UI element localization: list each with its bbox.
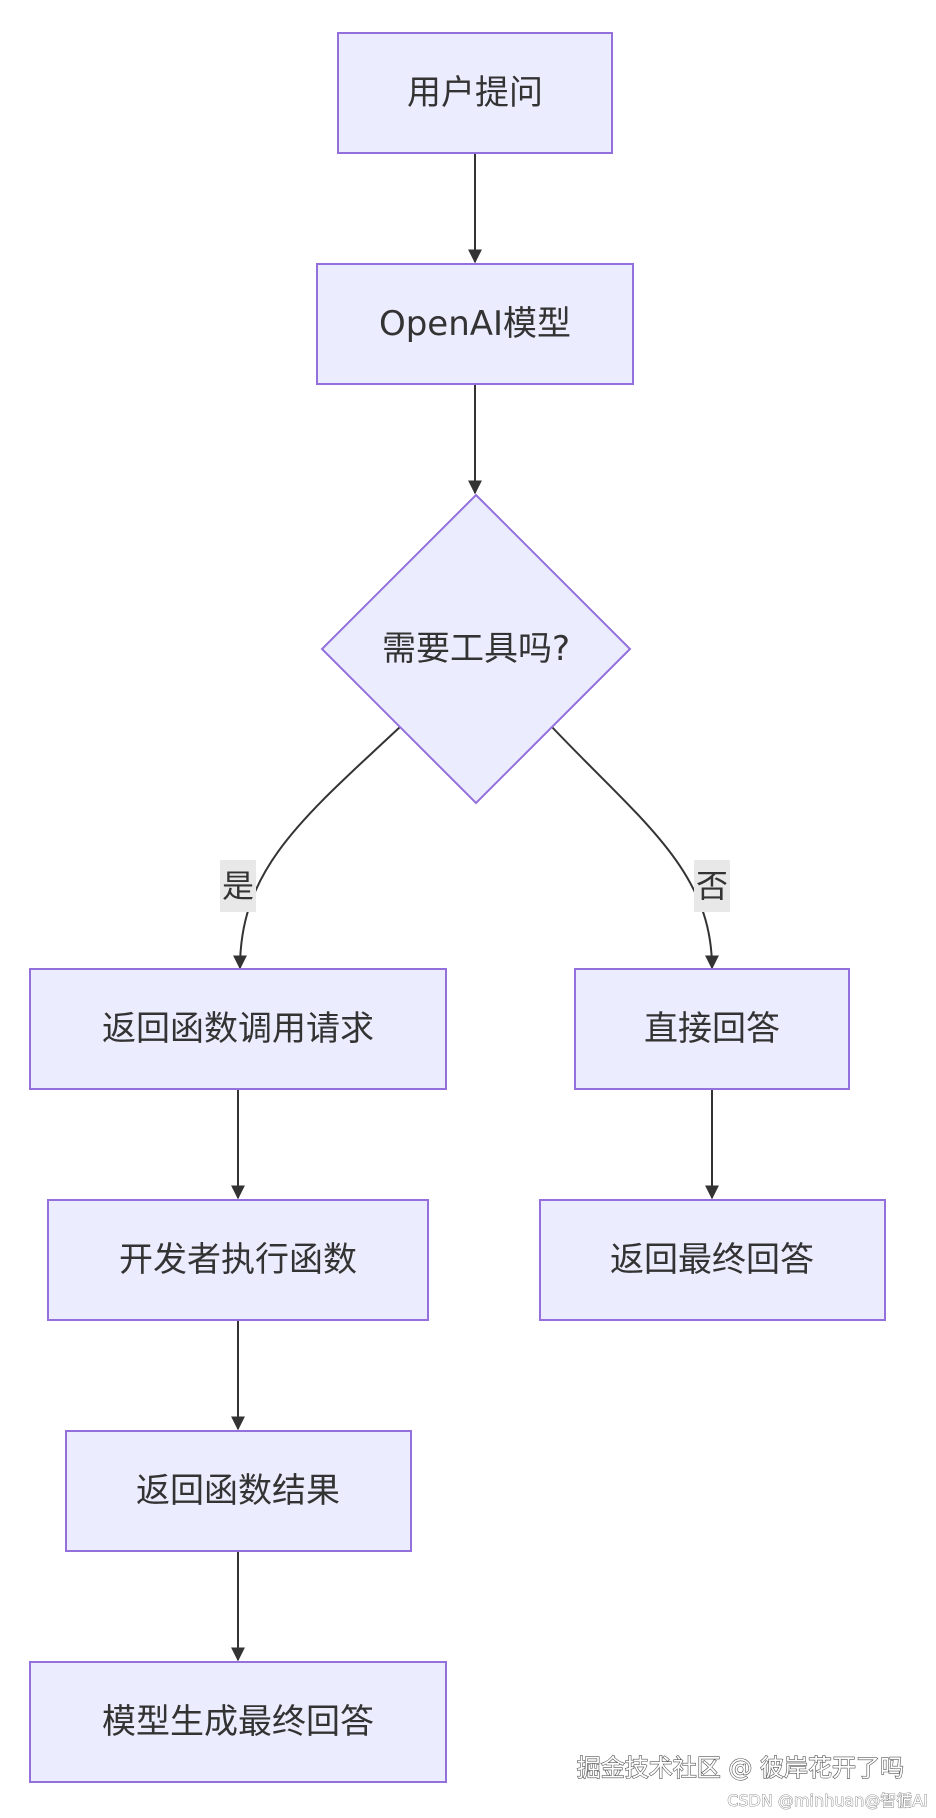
edges [231,153,719,1662]
node-developer-execute-label: 开发者执行函数 [119,1240,357,1280]
node-need-tool-label: 需要工具吗? [382,629,570,669]
edge-label-yes: 是 [220,860,256,912]
node-user-question-label: 用户提问 [407,73,543,113]
watermark-line1: 掘金技术社区 @ 彼岸花开了吗 [577,1754,904,1782]
edge-label-no-bg [694,860,730,912]
node-direct-answer-label: 直接回答 [644,1009,780,1049]
node-return-function-call-label: 返回函数调用请求 [102,1009,374,1049]
edge-decision-no [551,726,719,970]
watermark-line2: CSDN @minhuan@智循AI [727,1791,928,1810]
node-need-tool-decision: 需要工具吗? [320,493,632,805]
node-developer-execute: 开发者执行函数 [47,1199,429,1321]
node-openai-model: OpenAI模型 [316,263,634,385]
node-return-function-result-label: 返回函数结果 [136,1471,340,1511]
node-return-final-answer-label: 返回最终回答 [610,1240,814,1280]
node-direct-answer: 直接回答 [574,968,850,1090]
edge-label-no: 否 [694,860,730,912]
node-openai-model-label: OpenAI模型 [379,304,571,344]
node-user-question: 用户提问 [337,32,613,154]
edge-label-yes-text: 是 [222,867,254,905]
edge-label-yes-bg [220,860,256,912]
node-model-generate-final: 模型生成最终回答 [29,1661,447,1783]
watermark: 掘金技术社区 @ 彼岸花开了吗 CSDN @minhuan@智循AI [576,1753,928,1810]
node-return-function-result: 返回函数结果 [65,1430,412,1552]
edge-decision-yes [233,726,401,970]
edge-label-no-text: 否 [696,867,728,905]
node-return-function-call: 返回函数调用请求 [29,968,447,1090]
node-model-generate-final-label: 模型生成最终回答 [102,1702,374,1742]
node-return-final-answer: 返回最终回答 [539,1199,886,1321]
